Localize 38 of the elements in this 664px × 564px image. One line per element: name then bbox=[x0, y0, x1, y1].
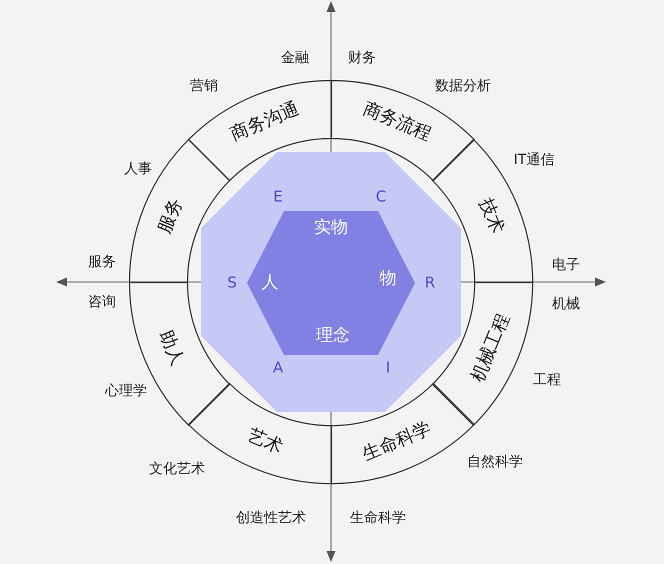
category-label: 咨询 bbox=[88, 295, 116, 309]
corner-letter: C bbox=[376, 190, 386, 204]
sector-label: 艺术 bbox=[244, 426, 285, 458]
category-label: 电子 bbox=[552, 258, 580, 272]
ring-segment bbox=[330, 78, 476, 182]
category-label: 生命科学 bbox=[350, 511, 406, 525]
category-label: 金融 bbox=[281, 51, 309, 65]
hexagon-label: 实物 bbox=[314, 220, 348, 236]
category-label: 机械 bbox=[552, 297, 580, 311]
hexagon-label: 物 bbox=[380, 270, 396, 288]
category-label: 工程 bbox=[533, 373, 561, 387]
category-label: 财务 bbox=[348, 51, 376, 65]
corner-letter: I bbox=[386, 360, 390, 376]
corner-letter: E bbox=[273, 190, 283, 204]
hexagon-label: 理念 bbox=[316, 328, 350, 344]
sector-label: 技术 bbox=[476, 196, 506, 236]
sector-label: 助人 bbox=[156, 328, 186, 368]
category-label: 数据分析 bbox=[435, 79, 491, 93]
category-label: 自然科学 bbox=[467, 455, 523, 469]
sector-label: 商务流程 bbox=[360, 100, 434, 144]
category-label: 文化艺术 bbox=[149, 462, 205, 476]
sector-label: 服务 bbox=[156, 196, 186, 236]
category-label: 服务 bbox=[88, 255, 116, 269]
category-label: 创造性艺术 bbox=[236, 511, 306, 525]
category-label: 人事 bbox=[124, 162, 152, 176]
hexagon-panel bbox=[247, 211, 415, 355]
corner-letter: R bbox=[424, 276, 436, 290]
sector-label: 生命科学 bbox=[360, 420, 434, 464]
category-label: IT通信 bbox=[514, 153, 554, 167]
corner-letter: S bbox=[227, 276, 237, 290]
sector-label: 商务沟通 bbox=[228, 100, 302, 144]
octagon-panel bbox=[201, 152, 461, 412]
hexagon-label: 人 bbox=[262, 274, 278, 292]
sector-label: 机械工程 bbox=[468, 312, 513, 385]
corner-letter: A bbox=[272, 360, 284, 376]
category-label: 营销 bbox=[190, 79, 218, 93]
category-label: 心理学 bbox=[105, 384, 147, 398]
ring-segment bbox=[186, 78, 332, 182]
